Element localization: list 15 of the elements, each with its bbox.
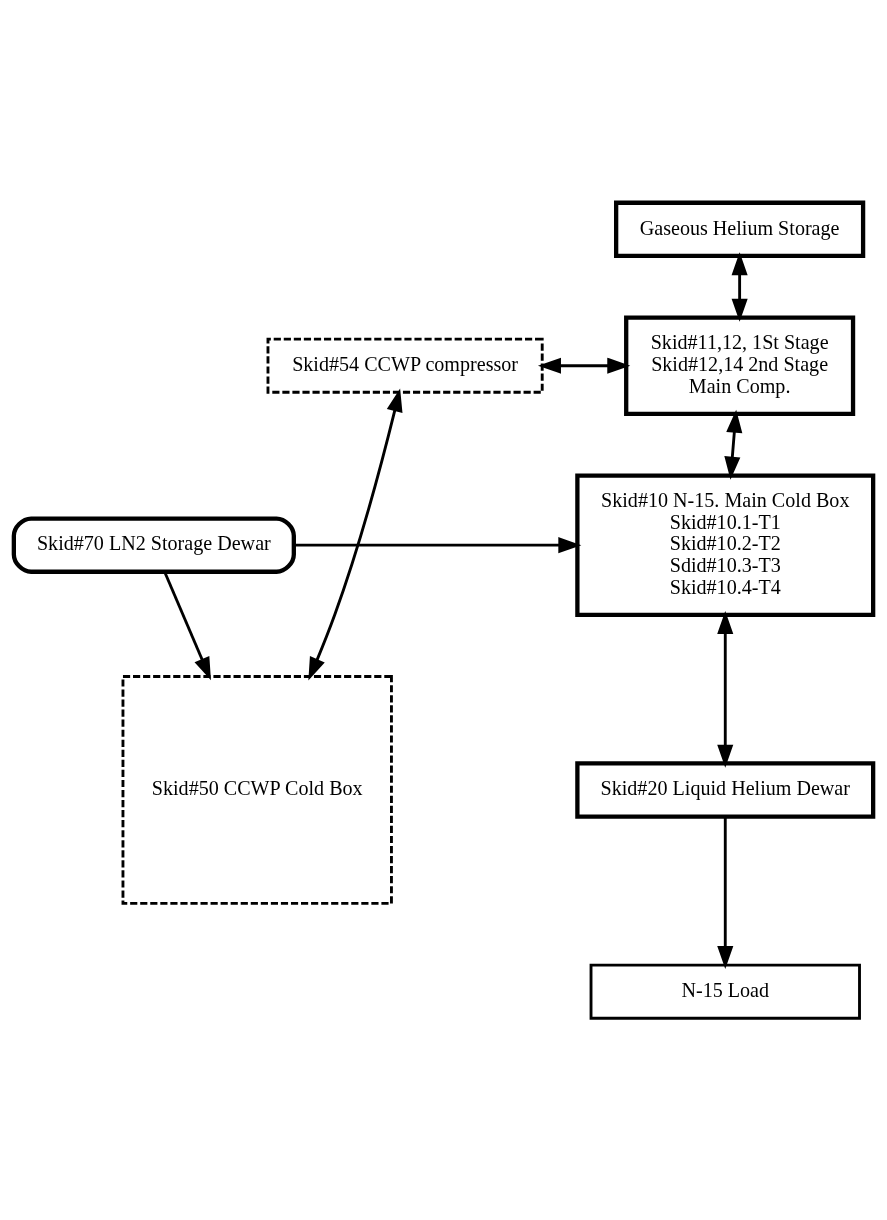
arrow <box>717 610 734 768</box>
arrow <box>537 357 631 374</box>
arrow <box>717 816 734 969</box>
node-box: Skid#10 N-15. Main Cold Box Skid#10.1-T1 Skid#10.2-T2 Sdid#10.3-T3 Skid#10.4-T4 <box>575 472 876 617</box>
node-box: Gaseous Helium Storage <box>614 200 866 258</box>
arrow <box>293 536 582 553</box>
node-box: Skid#50 CCWP Cold Box <box>121 674 393 905</box>
node-box: Skid#11,12, 1St Stage Skid#12,14 2nd Stage Main Comp. <box>624 314 856 416</box>
node-box: N-15 Load <box>589 963 861 1020</box>
arrow <box>724 409 743 480</box>
node-box: Skid#20 Liquid Helium Dewar <box>575 760 876 819</box>
node-box: Skid#70 LN2 Storage Dewar <box>11 515 296 574</box>
arrow <box>731 251 748 322</box>
node-box: Skid#54 CCWP compressor <box>266 337 544 394</box>
arrow <box>308 388 403 680</box>
